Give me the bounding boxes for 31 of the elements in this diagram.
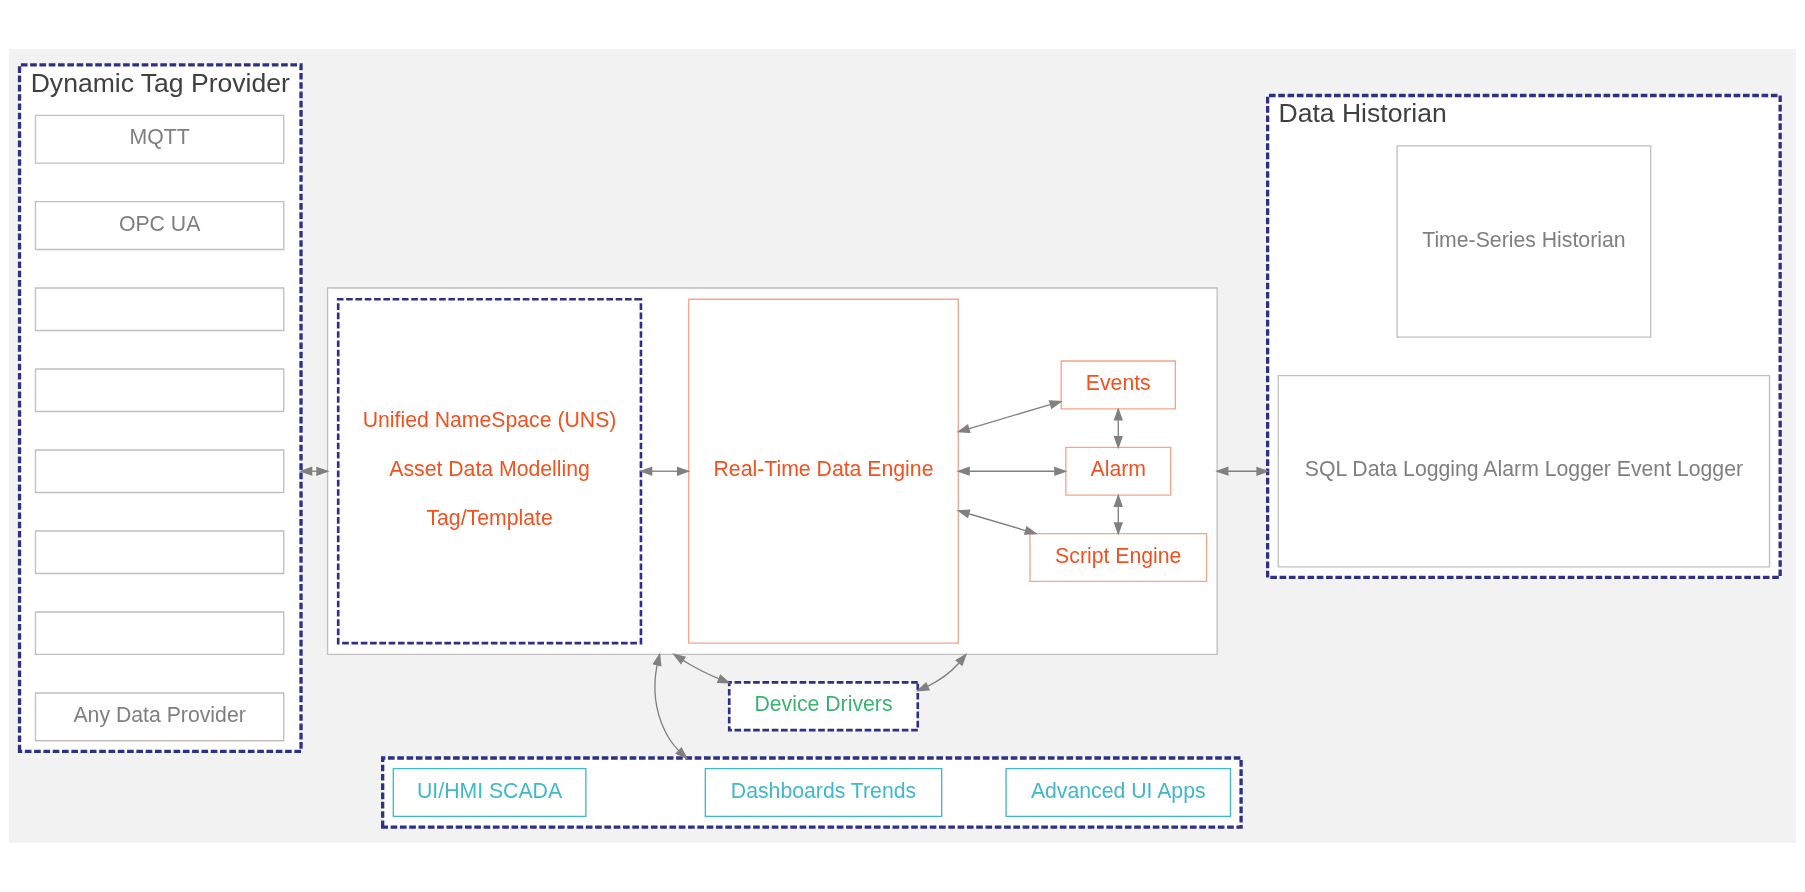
node-box: OPC UA [34, 201, 285, 251]
node-box: Script Engine [1029, 532, 1208, 583]
cluster [381, 756, 1243, 829]
arrow [1113, 407, 1123, 450]
node-box: SQL Data Logging Alarm Logger Event Logger [1277, 374, 1771, 568]
node-box: Any Data Provider [34, 692, 285, 742]
node-box: Time-Series Historian [1396, 145, 1652, 338]
node-box: Unified NameSpace (UNS) Asset Data Modelling Tag/Template [336, 297, 643, 645]
node-box [34, 368, 285, 413]
node-box: MQTT [34, 114, 285, 164]
node-box: Events [1060, 360, 1176, 410]
node-box: Alarm [1065, 446, 1172, 496]
arrow [916, 652, 968, 692]
arrow [956, 509, 1038, 535]
node-box [34, 530, 285, 575]
arrow [1215, 466, 1270, 476]
node-box [34, 449, 285, 494]
arrow [672, 653, 731, 684]
arrow [956, 466, 1068, 476]
arrow [652, 652, 689, 760]
node-box: Advanced UI Apps [1005, 768, 1232, 818]
arrow [639, 466, 691, 476]
arrow [1113, 493, 1123, 536]
node-box: Real-Time Data Engine [688, 298, 959, 644]
node-box [34, 611, 285, 656]
node-box [34, 287, 285, 332]
node-box: Device Drivers [727, 681, 920, 732]
node-box: UI/HMI SCADA [392, 768, 587, 818]
cluster [326, 287, 1218, 656]
arrow [956, 400, 1063, 433]
node-box: Dashboards Trends [704, 768, 943, 818]
